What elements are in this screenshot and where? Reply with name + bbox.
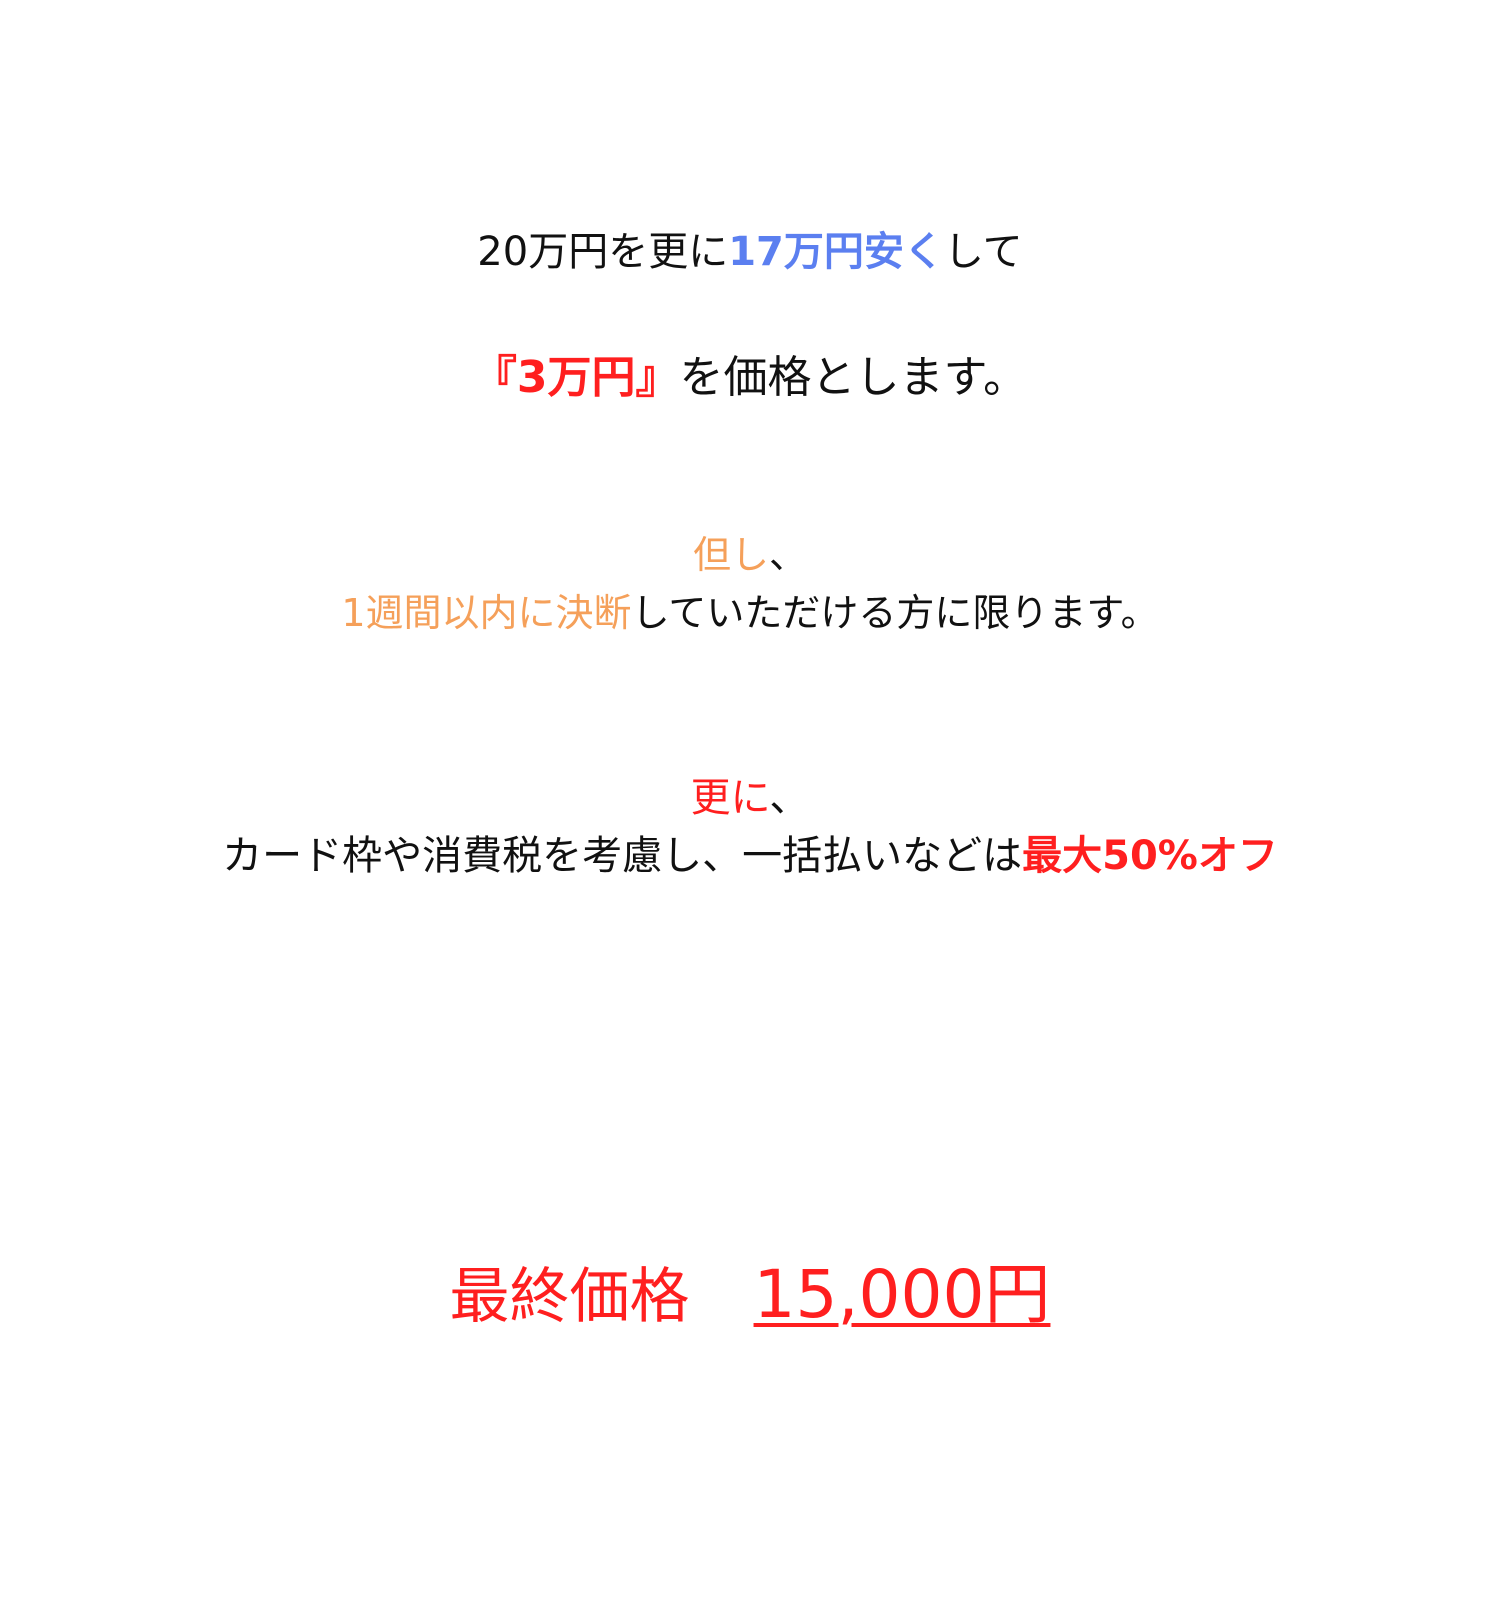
condition-heading: 但し、 bbox=[0, 528, 1500, 582]
final-price-line: 最終価格 15,000円 bbox=[0, 1255, 1500, 1337]
price-line: 『3万円』を価格とします。 bbox=[0, 348, 1500, 408]
condition-heading-suffix: 、 bbox=[769, 533, 808, 577]
condition-body: 1週間以内に決断していただける方に限ります。 bbox=[0, 586, 1500, 640]
extra-discount: 最大50%オフ bbox=[1022, 833, 1278, 879]
extra-heading-highlight: 更に bbox=[690, 775, 770, 821]
discount-amount: 17万円安く bbox=[728, 229, 944, 275]
extra-heading: 更に、 bbox=[0, 770, 1500, 826]
extra-body: カード枠や消費税を考慮し、一括払いなどは最大50%オフ bbox=[0, 828, 1500, 884]
extra-heading-suffix: 、 bbox=[769, 775, 810, 821]
final-price-value: 15,000円 bbox=[753, 1256, 1051, 1333]
condition-heading-highlight: 但し bbox=[692, 533, 769, 577]
extra-body-prefix: カード枠や消費税を考慮し、一括払いなどは bbox=[222, 833, 1023, 879]
condition-deadline: 1週間以内に決断 bbox=[341, 591, 632, 635]
discount-prefix: 20万円を更に bbox=[477, 229, 729, 275]
price-line-suffix: を価格とします。 bbox=[679, 352, 1028, 403]
condition-body-suffix: していただける方に限ります。 bbox=[631, 591, 1159, 635]
discount-line: 20万円を更に17万円安くして bbox=[0, 224, 1500, 280]
final-price-label: 最終価格 bbox=[449, 1262, 690, 1332]
discount-suffix: して bbox=[943, 229, 1023, 275]
offer-price: 『3万円』 bbox=[472, 352, 680, 403]
